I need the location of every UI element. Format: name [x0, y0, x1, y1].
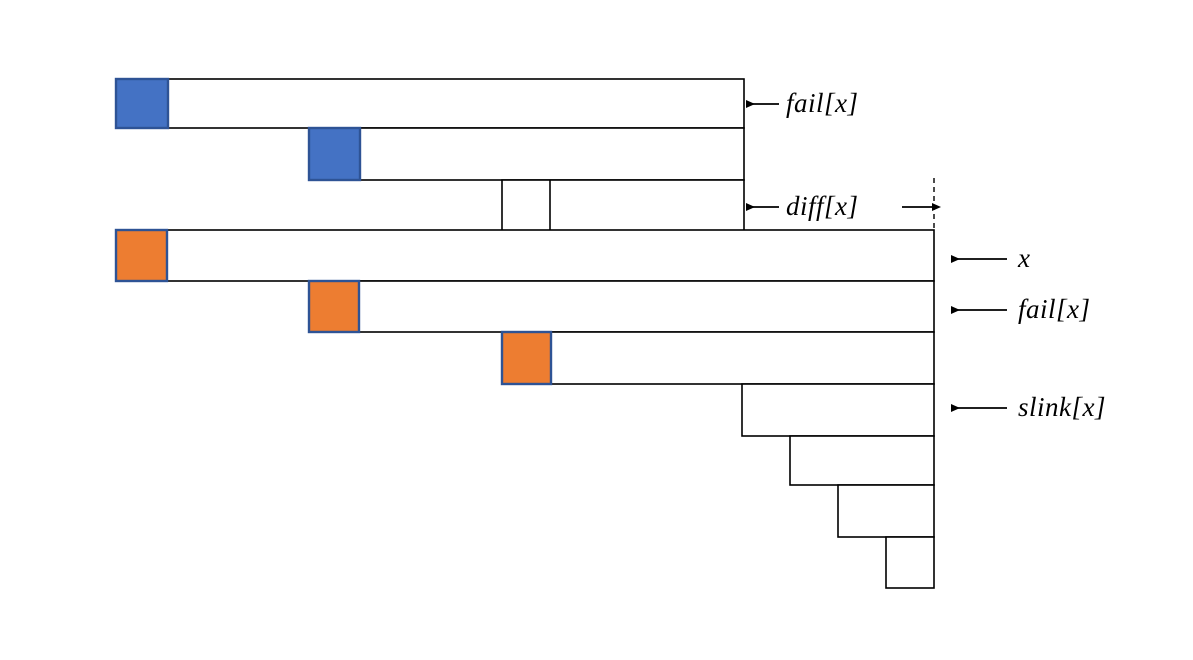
- label-fail-top: fail[x]: [786, 88, 859, 118]
- bar-slink-row-1: [501, 331, 935, 385]
- orange-marker-2: [307, 279, 361, 334]
- orange-marker-1: [114, 228, 169, 283]
- bar-fail-row-3: [501, 179, 745, 232]
- orange-marker-3: [500, 330, 553, 386]
- label-x: x: [1018, 243, 1031, 273]
- bar-slink-row-3: [789, 435, 935, 486]
- blue-marker-1: [114, 77, 170, 130]
- lower-bar-group: [115, 229, 935, 589]
- bar-slink-row-4: [837, 484, 935, 538]
- blue-marker-group: [114, 77, 362, 182]
- orange-marker-group: [114, 228, 553, 386]
- label-fail-bottom: fail[x]: [1018, 294, 1091, 324]
- upper-bar-group: [115, 78, 745, 232]
- bar-x-row: [115, 229, 935, 282]
- bar-fail-row-2: [308, 127, 745, 181]
- bar-slink-row-5: [885, 536, 935, 589]
- bar-slink-row-2: [741, 383, 935, 437]
- bar-fail-row-1: [115, 78, 745, 129]
- blue-marker-2: [307, 126, 362, 182]
- bar-fail-row: [308, 280, 935, 333]
- label-slink: slink[x]: [1018, 392, 1106, 422]
- label-diff: diff[x]: [786, 191, 859, 221]
